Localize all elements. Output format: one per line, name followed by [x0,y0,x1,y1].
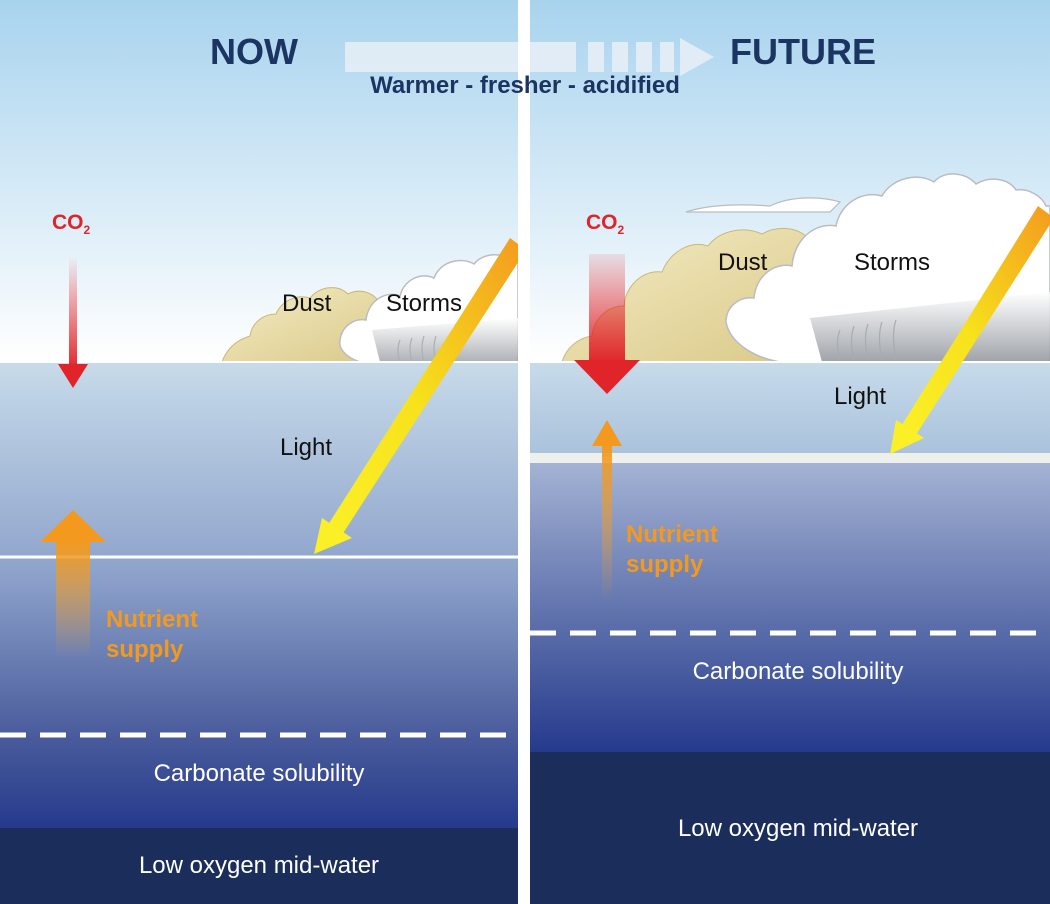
future-nutrient-arrow [592,420,622,602]
future-co2-text: CO [586,211,618,234]
future-light-arrow [890,206,1050,454]
now-carbonate-label: Carbonate solubility [153,760,365,787]
future-low-oxygen-label: Low oxygen mid-water [677,815,919,842]
now-low-oxygen-label: Low oxygen mid-water [138,852,380,879]
now-nutrient-arrow [40,510,106,658]
future-title-arrow [530,38,714,76]
panel-divider [518,0,530,904]
now-light-arrow [314,238,518,554]
now-title: NOW [210,31,298,72]
future-co2-subscript: 2 [617,223,625,237]
now-co2-label: CO2 [52,212,90,236]
now-co2-subscript: 2 [83,223,91,237]
future-co2-label: CO2 [586,212,624,236]
future-title: FUTURE [730,31,876,72]
now-deep-water [0,828,518,904]
future-deep-water [530,752,1050,904]
future-wispy-cloud [685,197,842,213]
diagram-subtitle: Warmer - fresher - acidified [370,72,680,99]
now-storms-label: Storms [386,290,463,317]
now-co2-text: CO [52,211,84,234]
future-storm-rain [836,319,897,361]
future-co2-arrow [574,254,640,394]
now-panel: NOW CO2 Dust Storms Light Nutrient suppl… [0,0,518,904]
future-dust-label: Dust [718,249,768,276]
future-carbonate-label: Carbonate solubility [692,658,904,685]
now-nutrient-label: Nutrient supply [106,606,198,663]
future-panel: FUTURE CO2 Dust Storms Light Nutrient su… [530,0,1050,904]
now-storm-base [372,318,518,362]
future-light-label: Light [834,383,887,410]
now-title-arrow [345,42,518,72]
future-mixed-layer-line [530,453,1050,463]
future-storms-label: Storms [854,249,931,276]
future-scene [530,0,1050,904]
future-water [530,456,1050,752]
now-scene [0,0,518,904]
now-dust-label: Dust [282,290,332,317]
now-co2-arrow [58,256,88,388]
now-light-label: Light [280,434,333,461]
future-nutrient-label: Nutrient supply [626,521,718,578]
